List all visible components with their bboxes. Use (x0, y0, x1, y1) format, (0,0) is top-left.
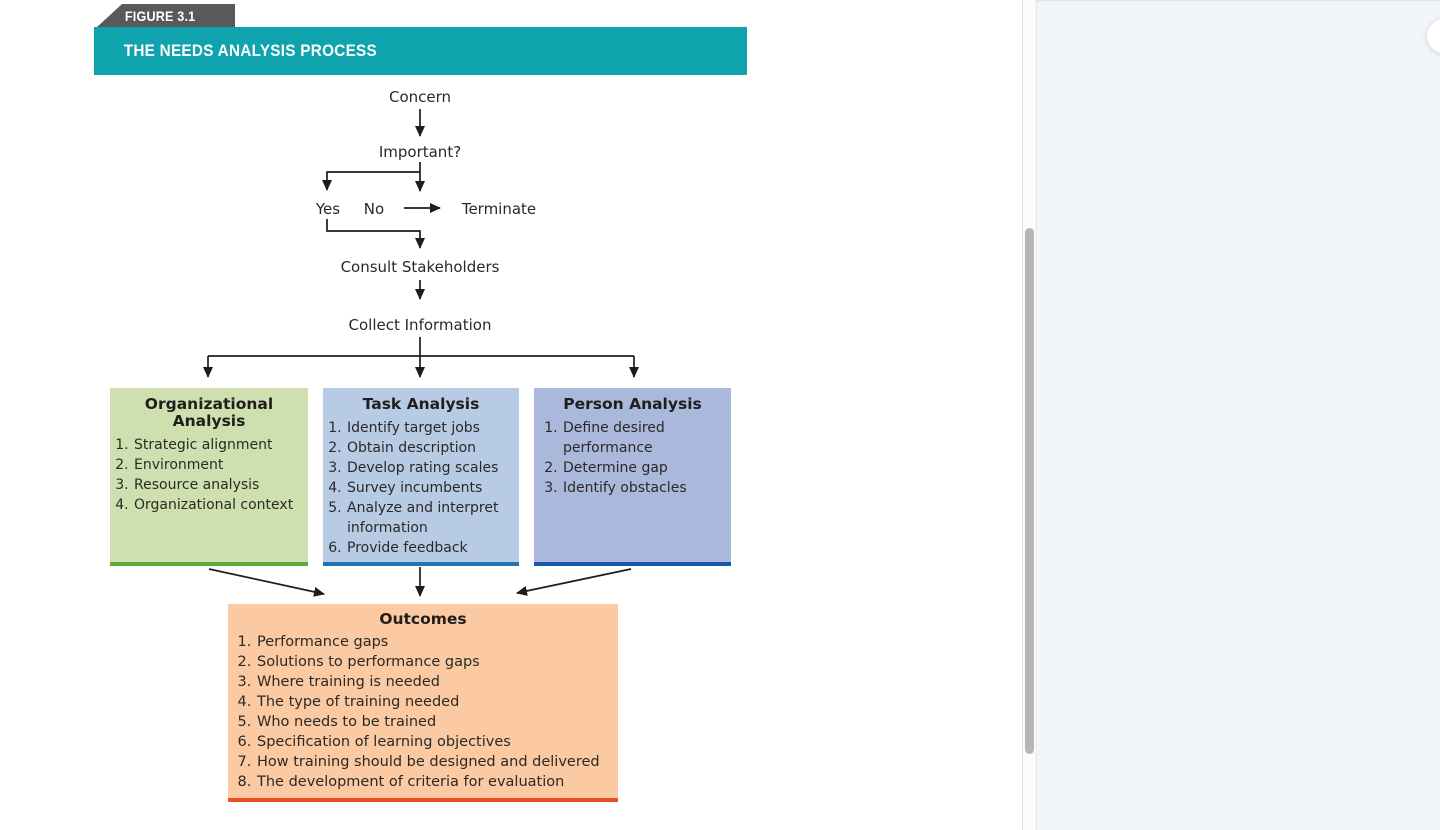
analysis-box-person: Person Analysis Define desired performan… (534, 388, 731, 566)
analysis-box-task: Task Analysis Identify target jobs Obtai… (323, 388, 519, 566)
box-title: Person Analysis (563, 395, 702, 413)
box-list-item: Analyze and interpret information (346, 498, 519, 538)
figure-tab-label: FIGURE 3.1 (124, 7, 196, 24)
box-list-item: Determine gap (562, 458, 731, 478)
flow-node-consult-stakeholders: Consult Stakeholders (340, 258, 500, 276)
box-list-item: Develop rating scales (346, 458, 519, 478)
box-title: Task Analysis (362, 395, 480, 413)
box-list-item: Organizational context (133, 495, 308, 515)
box-list-item: Define desired performance (562, 418, 731, 458)
analysis-box-organizational: Organizational Analysis Strategic alignm… (110, 388, 308, 566)
box-title: Outcomes (379, 610, 467, 628)
box-list-item: The development of criteria for evaluati… (256, 772, 618, 792)
box-list-item: Where training is needed (256, 672, 618, 692)
flow-node-no: No (363, 200, 385, 218)
flow-node-important: Important? (378, 143, 462, 161)
figure-banner: THE NEEDS ANALYSIS PROCESS (94, 27, 747, 75)
scrollbar-thumb[interactable] (1025, 228, 1034, 754)
flow-node-collect-information: Collect Information (348, 316, 492, 334)
box-list-item: Identify target jobs (346, 418, 519, 438)
flow-node-yes: Yes (315, 200, 341, 218)
flow-node-terminate: Terminate (461, 200, 537, 218)
box-list-item: Solutions to performance gaps (256, 652, 618, 672)
panel-toggle-button[interactable] (1427, 19, 1440, 53)
box-list-item: Performance gaps (256, 632, 618, 652)
box-list-item: Survey incumbents (346, 478, 519, 498)
box-list-item: The type of training needed (256, 692, 618, 712)
box-list-item: Who needs to be trained (256, 712, 618, 732)
flow-node-concern: Concern (388, 88, 452, 106)
box-list-item: Specification of learning objectives (256, 732, 618, 752)
box-list-item: Obtain description (346, 438, 519, 458)
figure-banner-title: THE NEEDS ANALYSIS PROCESS (123, 41, 377, 60)
box-list-item: Strategic alignment (133, 435, 308, 455)
side-panel (1037, 0, 1440, 830)
box-title: Organizational Analysis (144, 395, 274, 430)
vertical-scrollbar[interactable] (1022, 0, 1037, 830)
figure-tab: FIGURE 3.1 (97, 4, 235, 27)
outcomes-box: Outcomes Performance gaps Solutions to p… (228, 604, 618, 802)
box-list-item: How training should be designed and deli… (256, 752, 618, 772)
box-list-item: Provide feedback (346, 538, 519, 558)
box-list-item: Resource analysis (133, 475, 308, 495)
box-list-item: Environment (133, 455, 308, 475)
box-list-item: Identify obstacles (562, 478, 731, 498)
